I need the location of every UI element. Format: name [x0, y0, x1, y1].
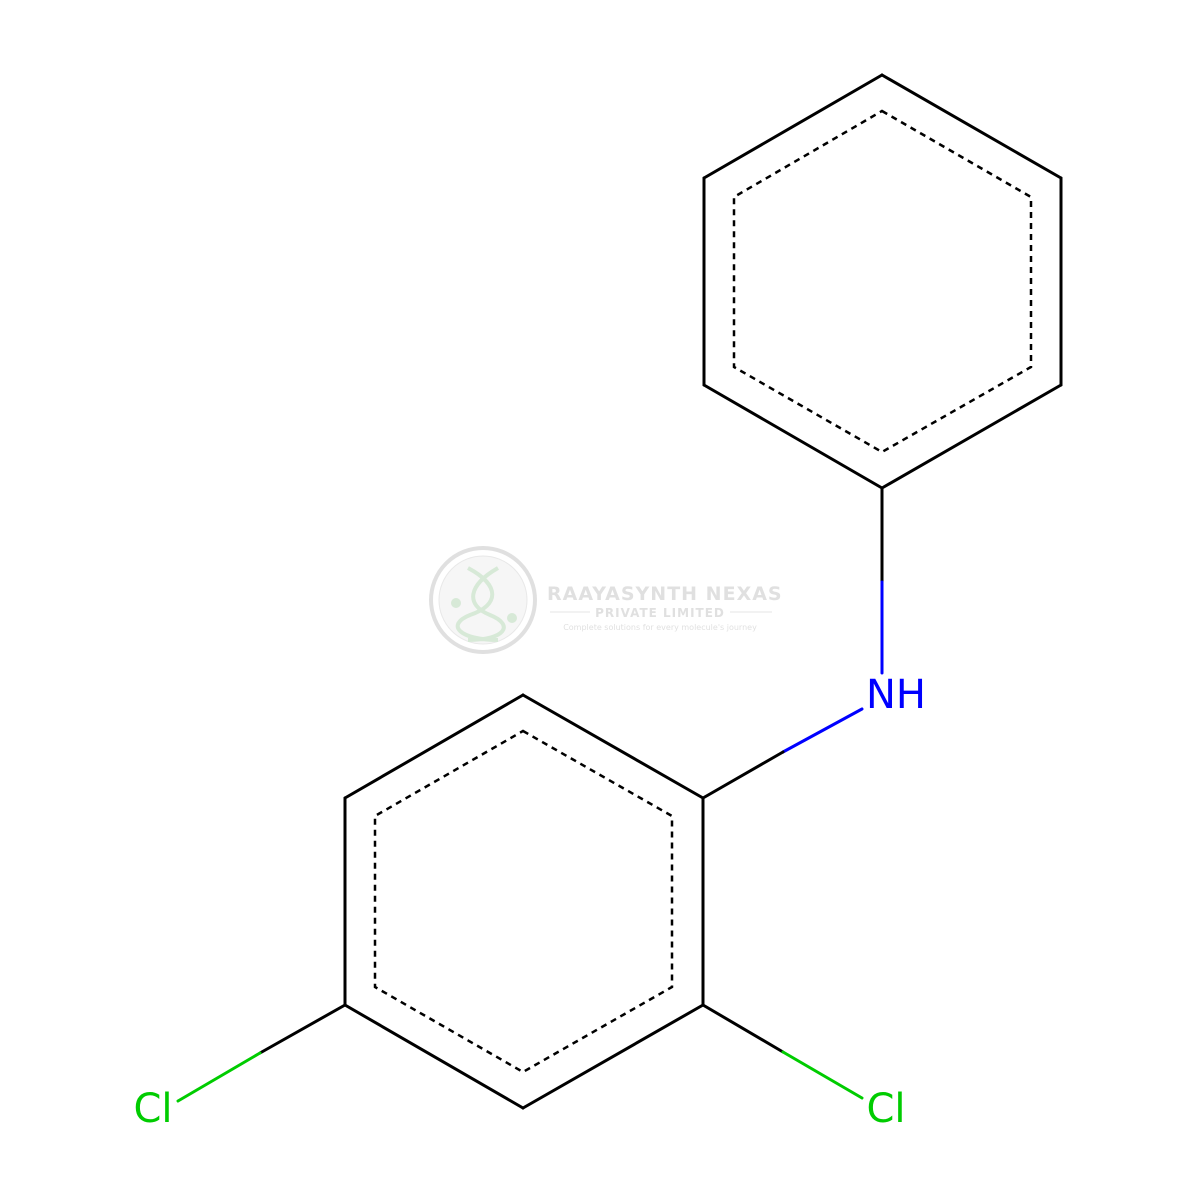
nitrogen-atom-label: NH: [866, 672, 926, 718]
chlorine-left-atom-label: Cl: [133, 1086, 172, 1132]
watermark-company: RAAYASYNTH NEXAS: [547, 583, 783, 605]
bond-phenyl-3: [880, 383, 1063, 490]
phenyl-ring: [702, 73, 1063, 490]
molecule-dot-icon: [507, 613, 517, 623]
watermark: RAAYASYNTH NEXAS PRIVATE LIMITED Complet…: [429, 546, 783, 654]
bond-ring2-4: [343, 1003, 525, 1110]
watermark-tagline: Complete solutions for every molecule's …: [563, 623, 757, 632]
bond-n-c-lower-carbon: [701, 750, 785, 800]
bond-c-cl-right-carbon: [701, 1003, 785, 1054]
aromatic-ring-phenyl: [732, 109, 1033, 454]
dna-helix-icon: [455, 566, 506, 642]
bond-phenyl-6: [702, 73, 884, 180]
bond-ring2-1: [521, 693, 705, 800]
watermark-logo-ring: [429, 546, 537, 654]
bond-n-c-lower-nitrogen: [781, 707, 864, 754]
chlorine-right-atom-label: Cl: [866, 1086, 905, 1132]
bond-phenyl-1: [880, 73, 1063, 180]
watermark-subtitle: PRIVATE LIMITED: [595, 606, 725, 620]
bond-c-cl-left-chlorine: [176, 1051, 262, 1103]
bond-ring2-3: [521, 1003, 705, 1110]
bond-ring2-6: [343, 693, 525, 800]
bond-c-cl-right-chlorine: [781, 1050, 864, 1100]
molecule-dot-icon: [451, 598, 461, 608]
bond-phenyl-4: [702, 383, 884, 490]
dichlorophenyl-ring: [343, 693, 705, 1110]
aromatic-ring-dichlorophenyl: [373, 729, 674, 1074]
bond-c-cl-left-carbon: [258, 1003, 347, 1055]
